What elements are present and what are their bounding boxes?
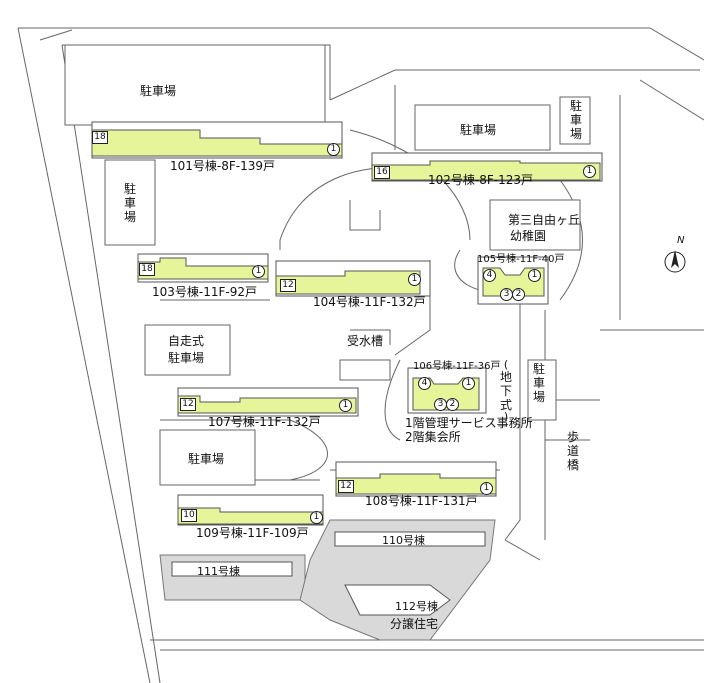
b101-start-number: 18 [92, 131, 108, 144]
b107-start-number: 12 [180, 398, 196, 411]
kindergarten-label-2: 幼稚園 [510, 229, 547, 243]
b106-unit-2: 2 [446, 398, 459, 411]
meeting-hall-label: 2階集会所 [405, 430, 461, 444]
b111-label: 111号棟 [197, 565, 240, 578]
b106-unit-1: 1 [462, 377, 475, 390]
kindergarten-label-1: 第三自由ヶ丘 [508, 213, 581, 227]
b102-start-number: 16 [374, 166, 390, 179]
underground-open-paren: ( [503, 358, 509, 371]
water-tank-label: 受水槽 [347, 334, 384, 348]
b105-unit-2: 2 [512, 288, 525, 301]
b109-end-number: 1 [310, 511, 323, 524]
b105-unit-1: 1 [528, 269, 541, 282]
b101-label: 101号棟-8F-139戸 [170, 159, 276, 173]
b107-label: 107号棟-11F-132戸 [208, 415, 321, 429]
compass-north-label: N [677, 235, 685, 246]
management-office-label: 1階管理サービス事務所 [405, 416, 533, 430]
parking-right-top-label: 駐車場 [460, 123, 497, 137]
footbridge-label: 歩道橋 [566, 430, 579, 472]
b112-label: 112号棟 [395, 600, 438, 613]
underground-parking-type-label: 地下式 [499, 370, 512, 412]
b104-end-number: 1 [408, 273, 421, 286]
b108-start-number: 12 [338, 480, 354, 493]
b106-label: 106号棟-11F-36戸 [413, 361, 501, 372]
b103-start-number: 18 [139, 263, 155, 276]
condo-label: 分譲住宅 [390, 617, 439, 631]
b102-label: 102号棟-8F-123戸 [428, 173, 534, 187]
b103-end-number: 1 [252, 265, 265, 278]
b108-label: 108号棟-11F-131戸 [365, 494, 478, 508]
b104-start-number: 12 [280, 279, 296, 292]
self-parking-label-2: 駐車場 [168, 351, 205, 365]
b103-label: 103号棟-11F-92戸 [152, 285, 258, 299]
b108-end-number: 1 [480, 482, 493, 495]
parking-right-vertical-label: 駐車場 [569, 99, 582, 141]
b101-end-number: 1 [327, 143, 340, 156]
b107-end-number: 1 [339, 399, 352, 412]
parking-left-vertical-label: 駐車場 [123, 182, 136, 224]
underground-parking-label: 駐車場 [532, 362, 545, 404]
b105-label: 105号棟-11F-40戸 [477, 254, 565, 265]
b104-label: 104号棟-11F-132戸 [313, 295, 426, 309]
b105-unit-4: 4 [483, 269, 496, 282]
b110-label: 110号棟 [382, 534, 425, 547]
b102-end-number: 1 [583, 165, 596, 178]
b106-unit-4: 4 [418, 377, 431, 390]
underground-close-paren: ) [503, 410, 509, 423]
parking-top-label: 駐車場 [140, 84, 177, 98]
self-parking-label-1: 自走式 [168, 334, 205, 348]
parking-lower-left-label: 駐車場 [188, 452, 225, 466]
b109-start-number: 10 [181, 509, 197, 522]
b109-label: 109号棟-11F-109戸 [196, 526, 309, 540]
